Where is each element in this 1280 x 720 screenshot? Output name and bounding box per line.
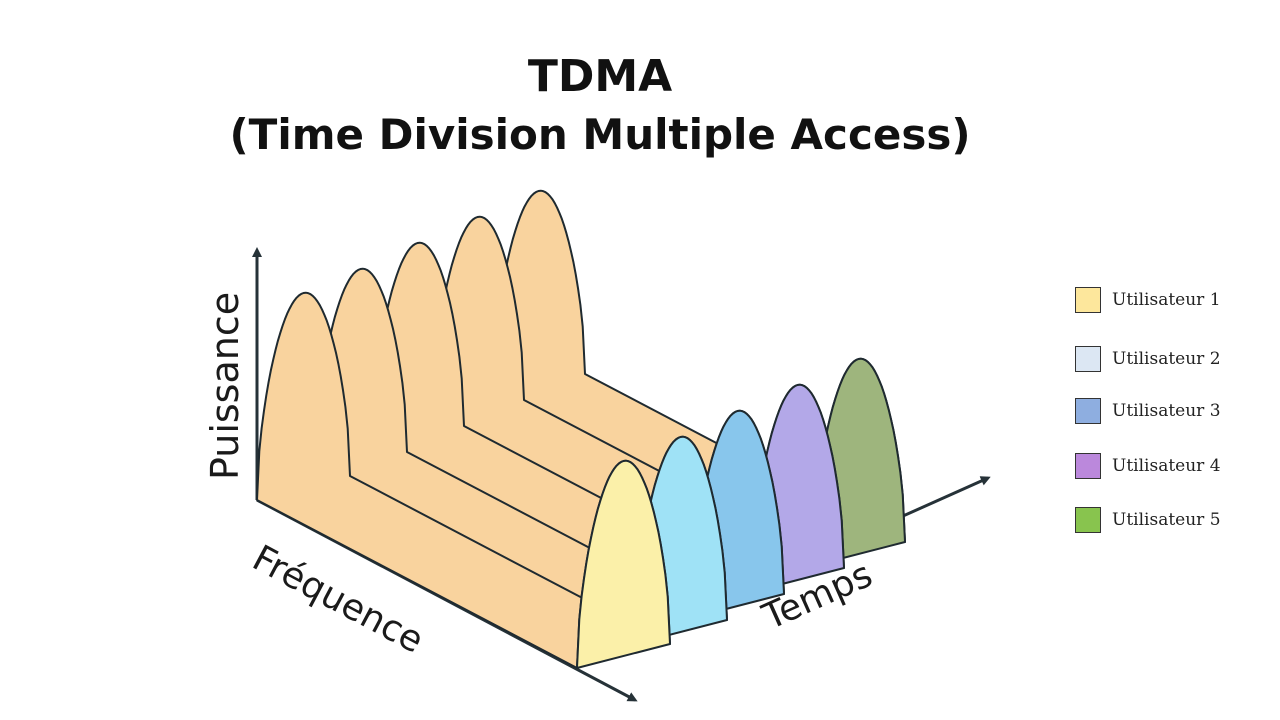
legend-item-user-2: Utilisateur 2 [1075, 345, 1265, 373]
legend-item-user-4: Utilisateur 4 [1075, 452, 1265, 480]
legend-item-user-1: Utilisateur 1 [1075, 286, 1265, 314]
legend-label-user-2: Utilisateur 2 [1112, 349, 1221, 369]
legend-swatch-user-2 [1075, 346, 1101, 372]
legend-item-user-3: Utilisateur 3 [1075, 397, 1265, 425]
legend-swatch-user-3 [1075, 398, 1101, 424]
legend-label-user-3: Utilisateur 3 [1112, 401, 1221, 421]
legend-item-user-5: Utilisateur 5 [1075, 506, 1265, 534]
diagram-title: TDMA (Time Division Multiple Access) [0, 48, 1200, 164]
legend-swatch-user-4 [1075, 453, 1101, 479]
title-line-2: (Time Division Multiple Access) [229, 110, 971, 159]
legend-label-user-1: Utilisateur 1 [1112, 290, 1221, 310]
legend-swatch-user-5 [1075, 507, 1101, 533]
legend-swatch-user-1 [1075, 287, 1101, 313]
title-line-1: TDMA [527, 51, 673, 102]
power-axis-label: Puissance [203, 292, 247, 480]
pulse-front-face-1 [576, 459, 671, 669]
legend-label-user-5: Utilisateur 5 [1112, 510, 1221, 530]
legend-label-user-4: Utilisateur 4 [1112, 456, 1221, 476]
pulse-group [256, 189, 906, 669]
